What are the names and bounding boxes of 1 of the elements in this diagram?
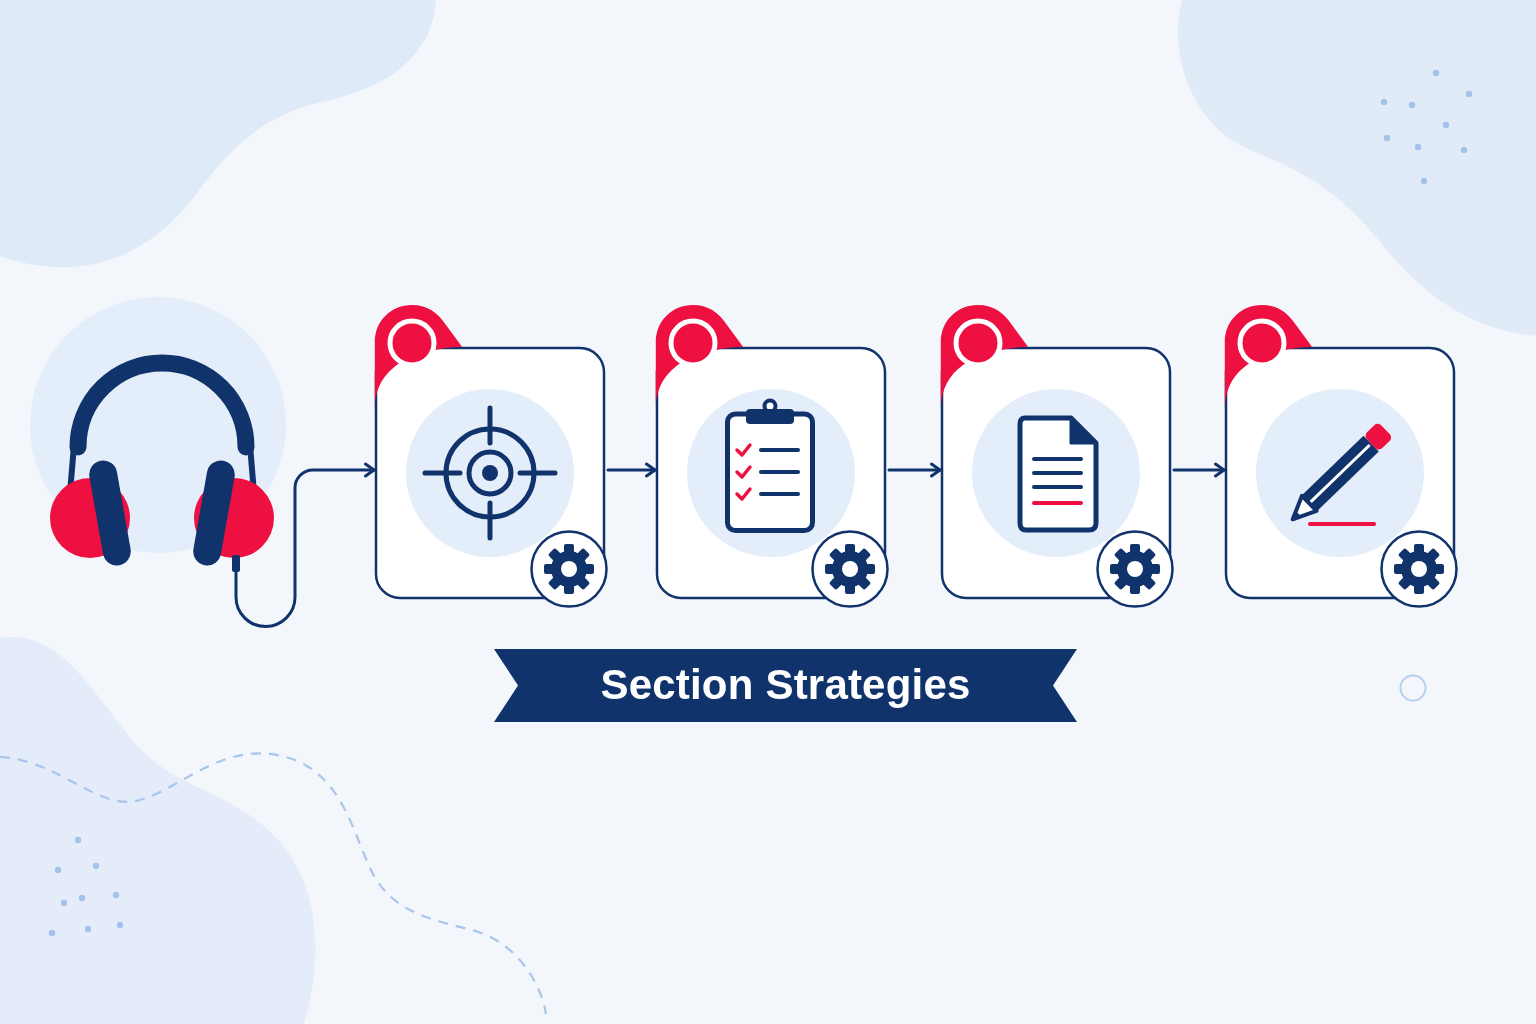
title: Section Strategies	[600, 662, 971, 709]
